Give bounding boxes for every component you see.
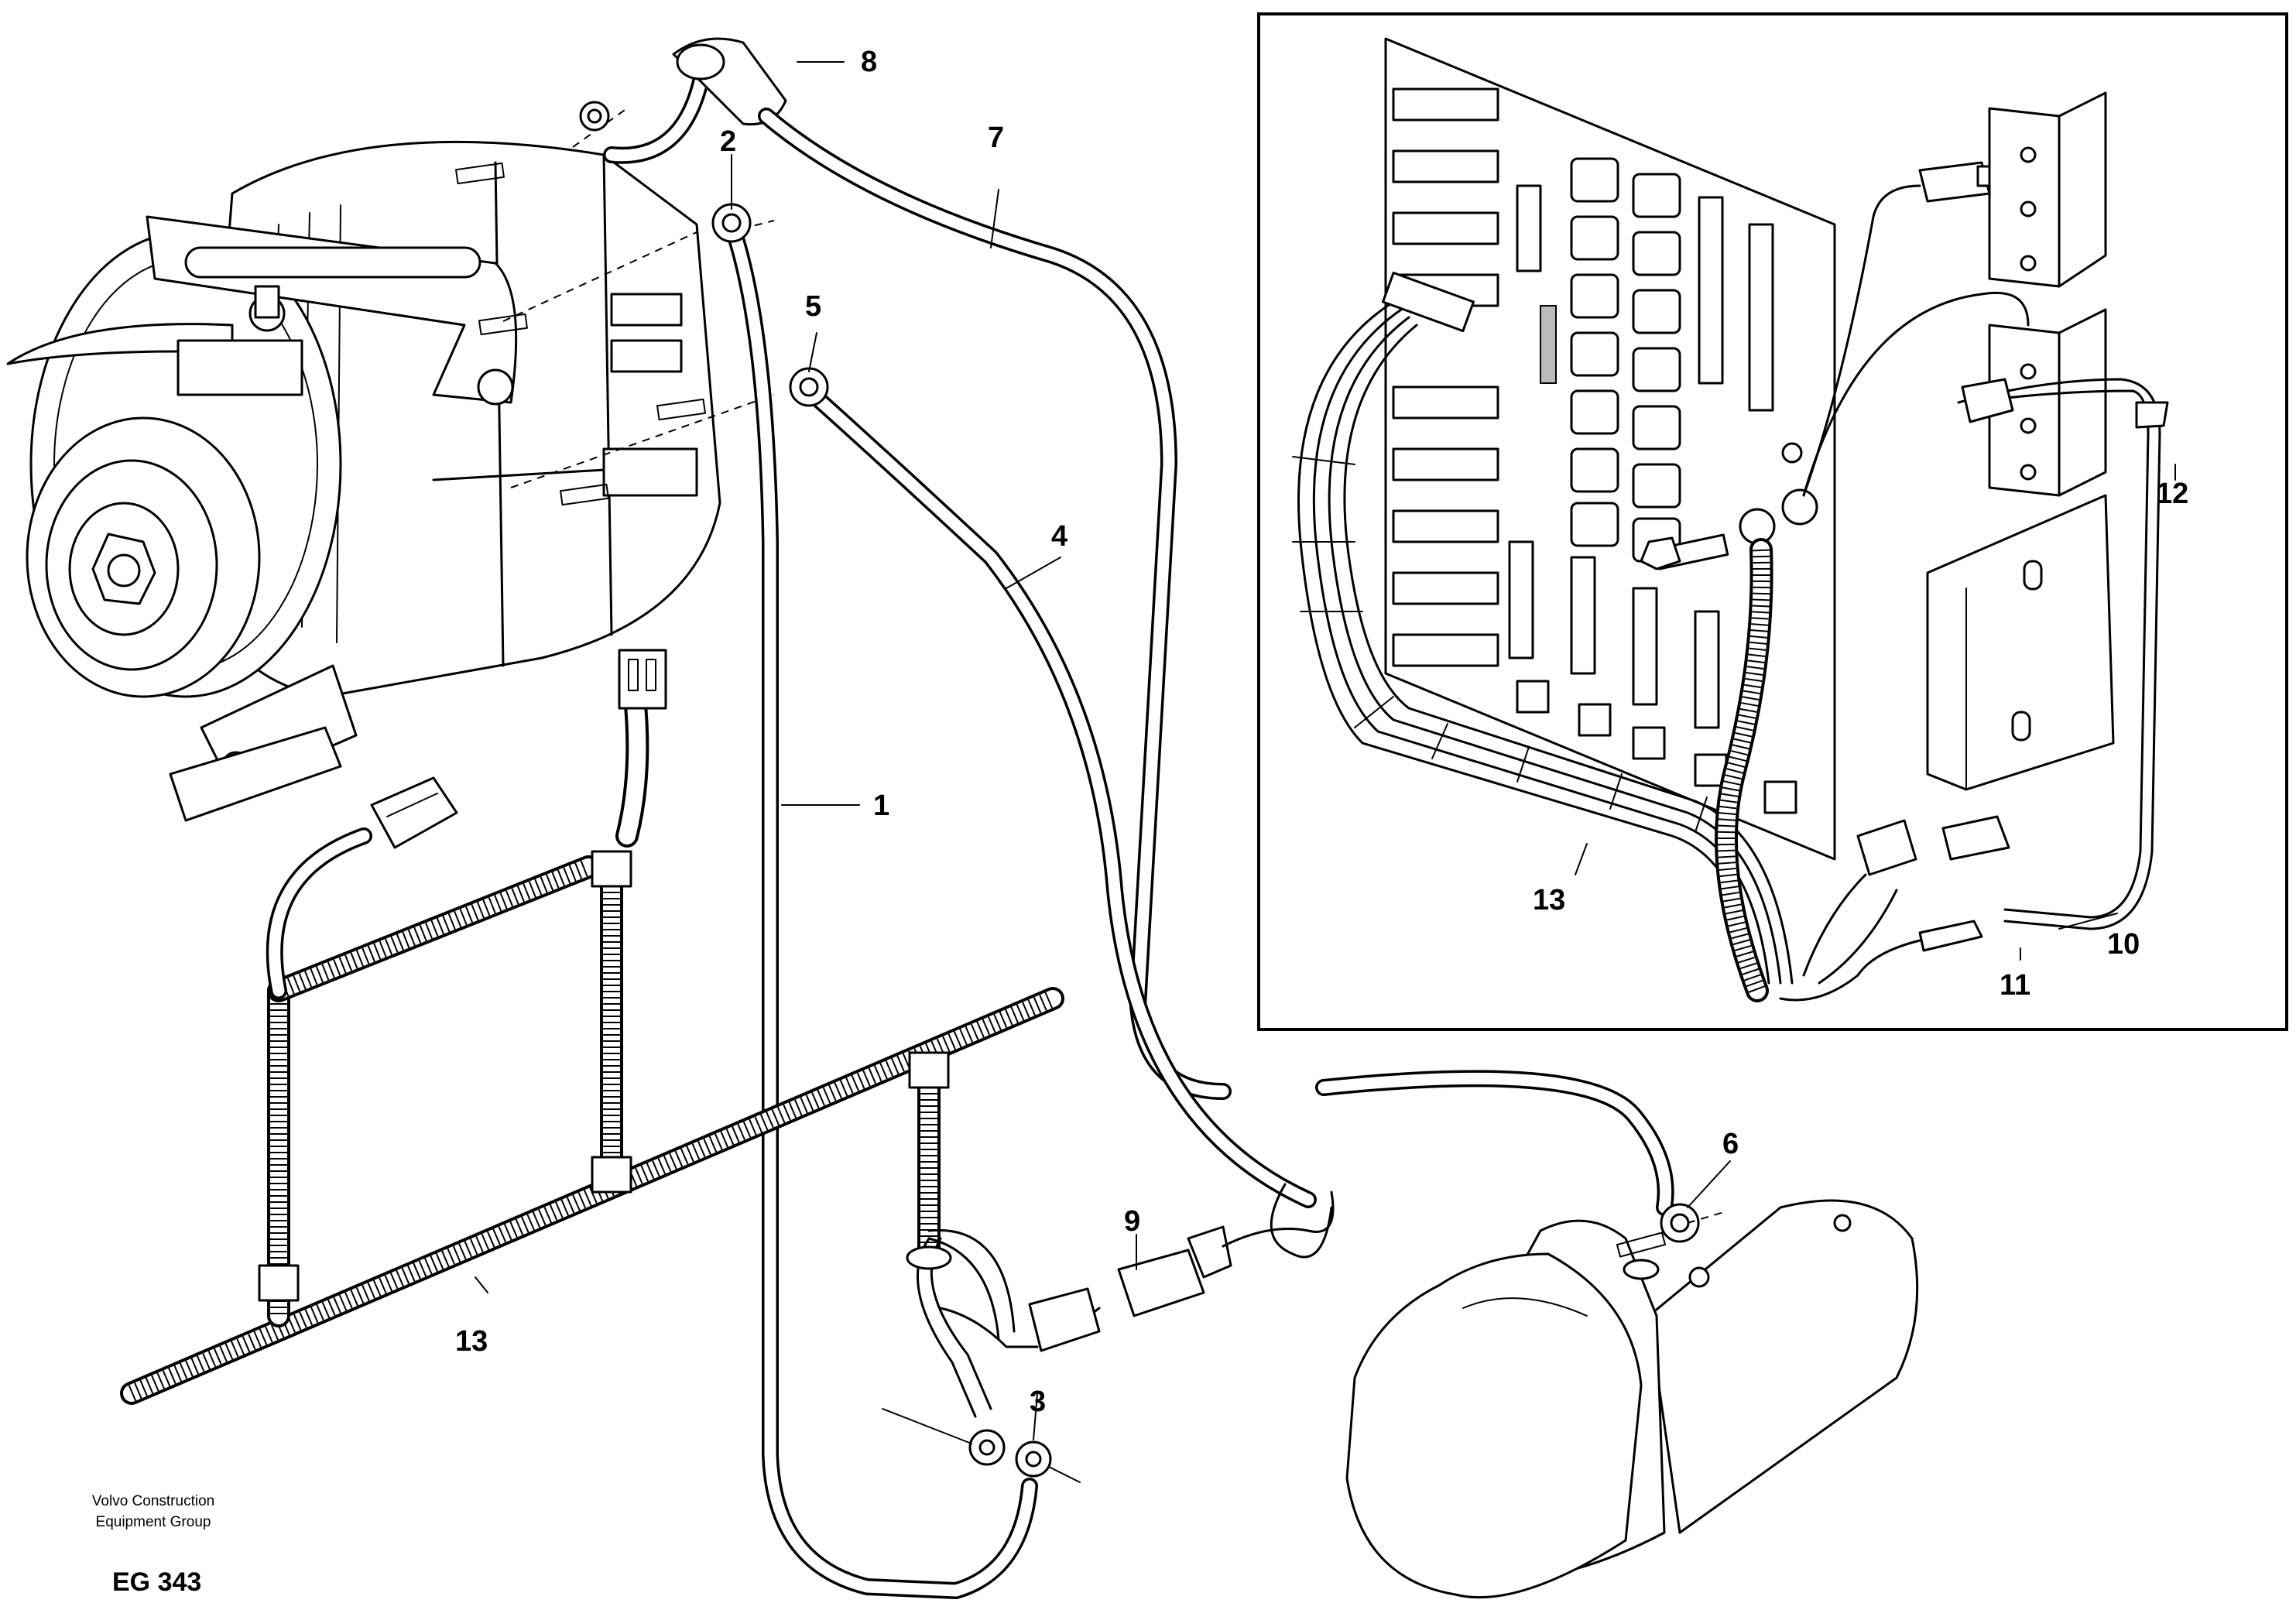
callout-3: 3 <box>1030 1386 1046 1418</box>
callout-1: 1 <box>873 790 889 822</box>
alternator <box>6 108 775 822</box>
callout-5: 5 <box>805 290 821 323</box>
connector-9 <box>1028 1183 1335 1352</box>
callout-7: 7 <box>988 122 1004 154</box>
cable-4 <box>789 367 1317 1208</box>
detail-inset <box>1257 12 2288 1031</box>
callout-6: 6 <box>1722 1128 1739 1160</box>
cable-8 <box>579 37 787 164</box>
callout-12: 12 <box>2156 478 2188 510</box>
callout-2: 2 <box>720 125 736 158</box>
starter-motor <box>1345 1199 1919 1599</box>
relays <box>1540 157 1774 563</box>
figure-code: EG 343 <box>112 1567 201 1597</box>
callout-13-inset: 13 <box>1533 884 1565 916</box>
callout-8: 8 <box>861 46 877 78</box>
harness-13 <box>120 649 1064 1405</box>
callout-11: 11 <box>2000 969 2030 1002</box>
relay-connectors <box>1988 91 2107 497</box>
cable-1 <box>711 203 1038 1599</box>
branch-wires <box>882 1228 1081 1483</box>
company-line-1: Volvo Construction <box>92 1493 214 1509</box>
leader-lines <box>475 61 2176 1440</box>
company-line-2: Equipment Group <box>96 1514 211 1530</box>
callout-10: 10 <box>2107 928 2140 961</box>
callout-9: 9 <box>1124 1205 1140 1238</box>
callout-4: 4 <box>1051 520 1067 553</box>
callout-13-main: 13 <box>455 1325 488 1358</box>
